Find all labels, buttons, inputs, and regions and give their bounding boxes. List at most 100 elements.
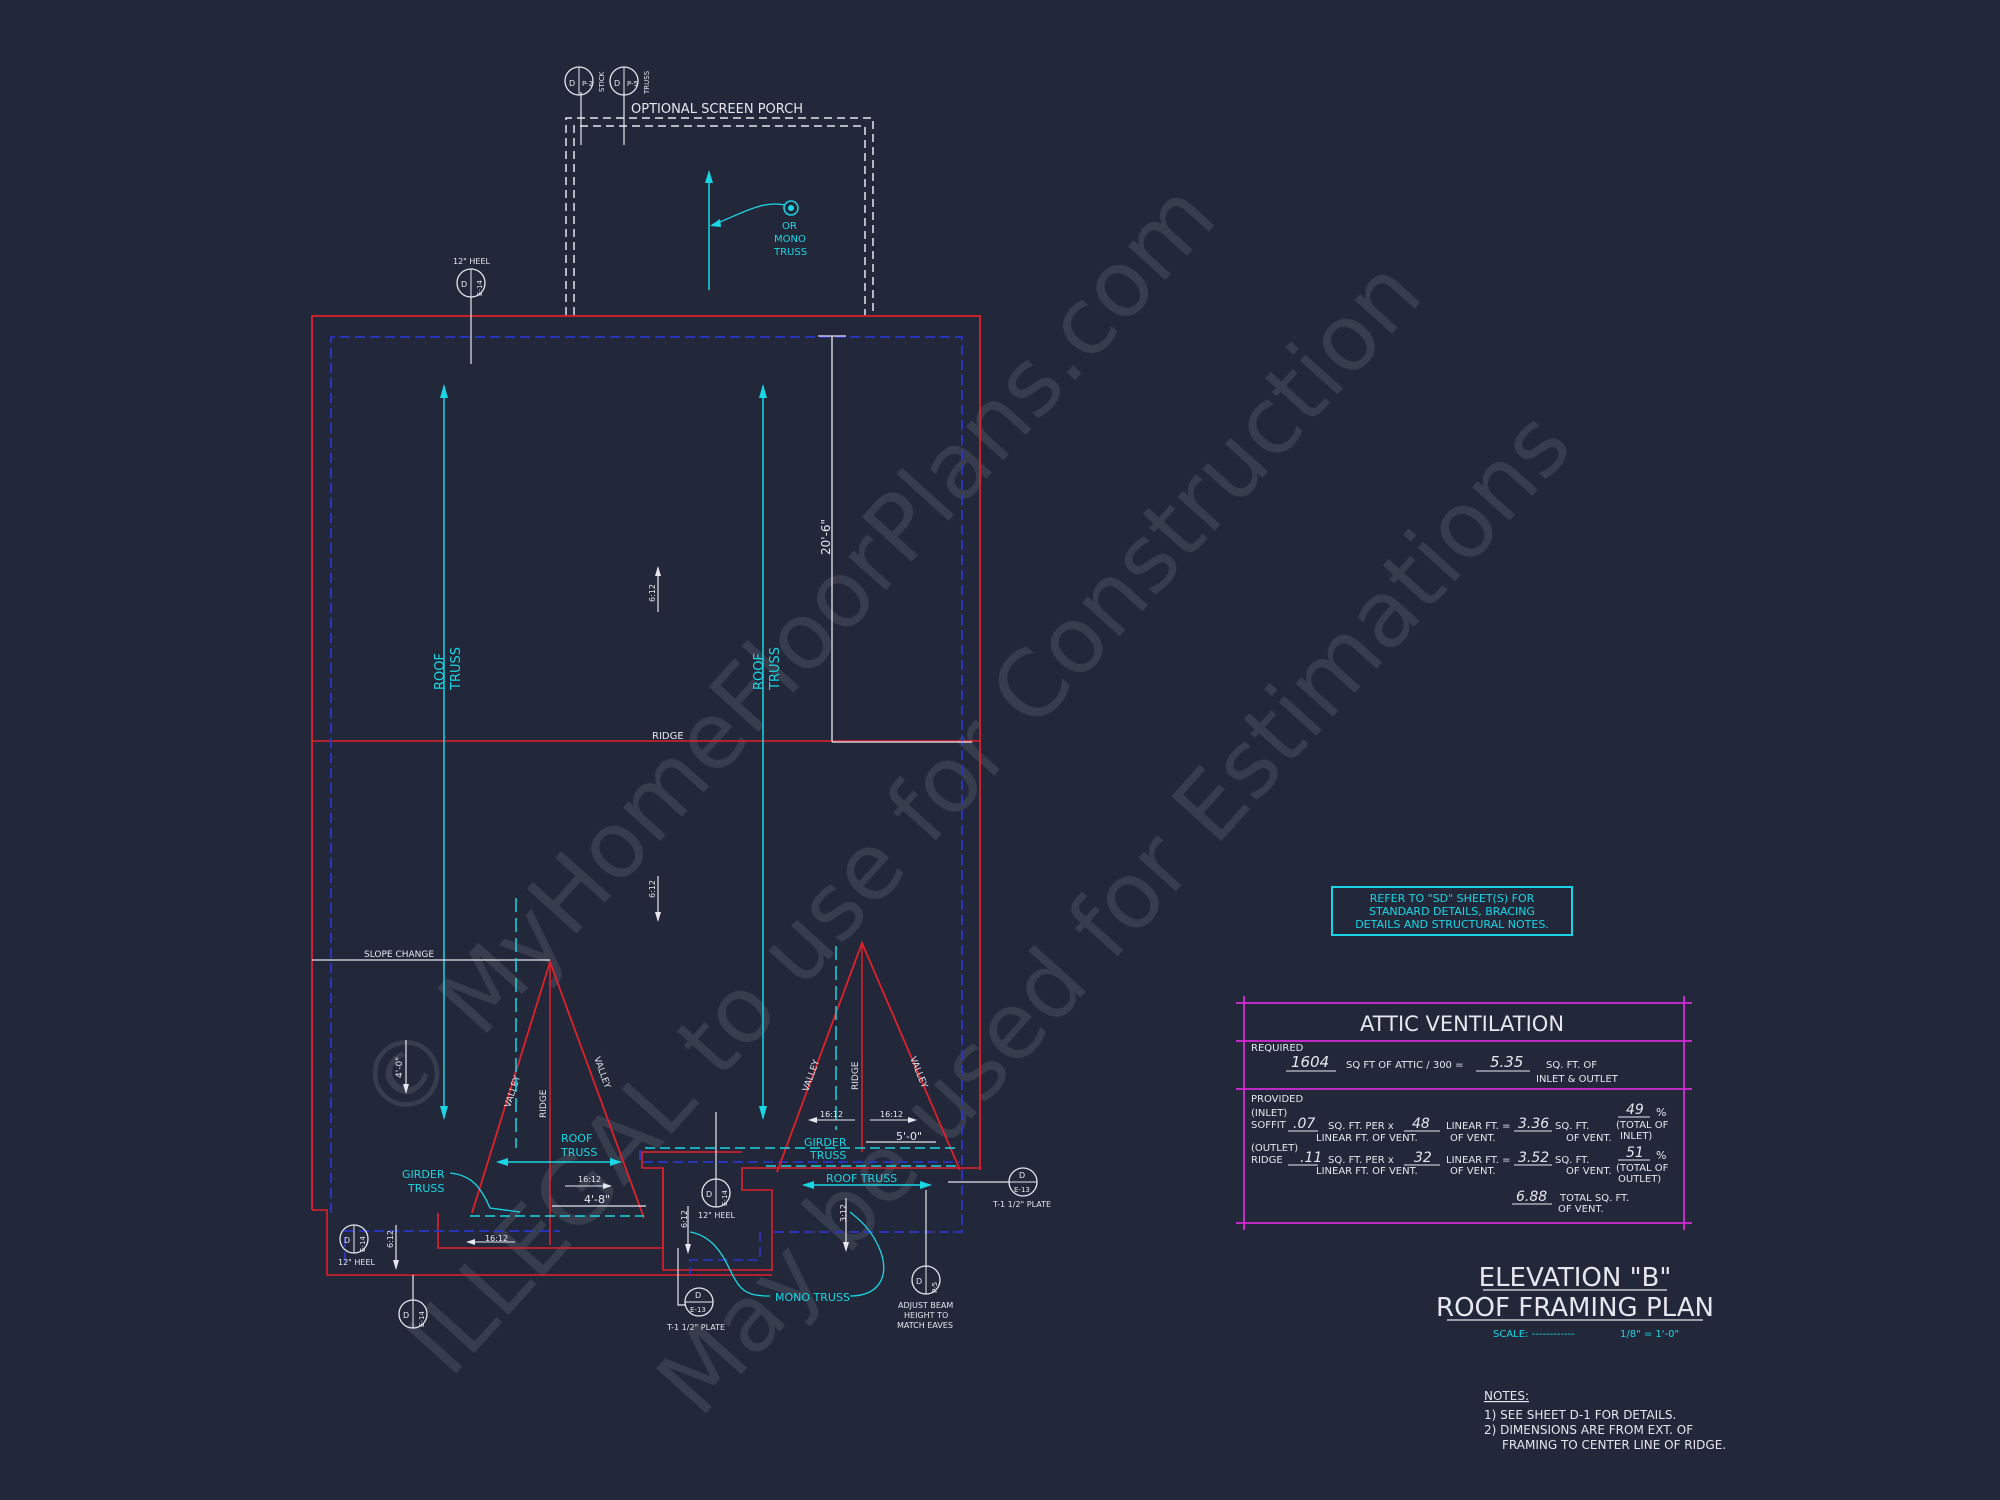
note-box-line-3: DETAILS AND STRUCTURAL NOTES. xyxy=(1355,918,1549,931)
roof-truss-bottom-label: ROOF TRUSS xyxy=(826,1172,897,1185)
adjust-beam-line-3: MATCH EAVES xyxy=(897,1321,953,1330)
structural-notes-box: REFER TO "SD" SHEET(S) FOR STANDARD DETA… xyxy=(1331,886,1573,936)
detail-p5-label: P-5 xyxy=(931,1282,939,1293)
watermark: © MyHomeFloorPlans.com ILLEGAL to use fo… xyxy=(337,163,1592,1435)
slope-16-12-bottom: 16:12 xyxy=(485,1234,508,1243)
girder-truss-left-line-1: GIRDER xyxy=(402,1168,445,1181)
mono-label: MONO xyxy=(774,234,806,245)
girder-truss-right-line-1: GIRDER xyxy=(804,1136,847,1149)
detail-d-label: D xyxy=(344,1236,350,1245)
title-block: ELEVATION "B" ROOF FRAMING PLAN SCALE: -… xyxy=(1436,1263,1714,1340)
dim-20-6: 20'-6" xyxy=(819,519,833,555)
notes: NOTES: 1) SEE SHEET D-1 FOR DETAILS. 2) … xyxy=(1484,1389,1726,1452)
ridge-and-dimensions: RIDGE 20'-6" 6:12 6:12 SLOPE CHANGE 4'-0… xyxy=(312,335,972,1148)
valley-label-left: VALLEY xyxy=(503,1074,523,1109)
or-label: OR xyxy=(782,221,797,232)
slope-6-12-upper: 6:12 xyxy=(648,584,657,602)
screen-porch: OPTIONAL SCREEN PORCH D P-2 STICK D P-5 … xyxy=(564,66,874,315)
soffit-label: SOFFIT xyxy=(1251,1120,1287,1131)
slope-6-12-lower: 6:12 xyxy=(648,880,657,898)
notes-line-1: 1) SEE SHEET D-1 FOR DETAILS. xyxy=(1484,1408,1676,1422)
detail-e13-label: E-13 xyxy=(690,1306,706,1314)
detail-e14-label: E-14 xyxy=(359,1236,367,1252)
pct-inlet: % xyxy=(1656,1106,1666,1119)
dim-5-0: 5'-0" xyxy=(896,1130,922,1143)
outlet-pct-value: 51 xyxy=(1626,1145,1644,1161)
total-sqft-label: TOTAL SQ. FT. xyxy=(1559,1193,1629,1204)
ridge-label: RIDGE xyxy=(652,731,684,742)
detail-e14-label: E-14 xyxy=(418,1311,426,1327)
ridge-sqft-value: .11 xyxy=(1300,1150,1322,1166)
scale-value: 1/8" = 1'-0" xyxy=(1620,1329,1679,1340)
outlet-label: (OUTLET) xyxy=(1251,1143,1298,1154)
of-vent-ridge-2: OF VENT. xyxy=(1566,1166,1612,1177)
t1-plate-label-right: T-1 1/2" PLATE xyxy=(992,1200,1051,1209)
title-line-1: ELEVATION "B" xyxy=(1479,1263,1672,1293)
mono-truss-word-label: TRUSS xyxy=(773,247,807,258)
sqft-short-soffit: SQ. FT. xyxy=(1555,1121,1589,1132)
optional-screen-porch-label: OPTIONAL SCREEN PORCH xyxy=(631,102,803,117)
attic-ventilation-table: ATTIC VENTILATION REQUIRED 1604 SQ FT OF… xyxy=(1236,996,1692,1230)
inlet-close: INLET) xyxy=(1620,1131,1652,1142)
ridge-label-right-tri: RIDGE xyxy=(851,1061,861,1090)
ridge-total-value: 3.52 xyxy=(1518,1150,1549,1166)
total-value: 6.88 xyxy=(1516,1189,1547,1205)
adjust-beam-line-1: ADJUST BEAM xyxy=(898,1301,953,1310)
detail-p5-label: P-5 xyxy=(627,80,638,88)
attic-sqft-text: SQ FT OF ATTIC / 300 = xyxy=(1346,1060,1463,1071)
watermark-line-2: ILLEGAL to use for Construction xyxy=(387,240,1442,1395)
detail-e14-label: E-14 xyxy=(721,1190,729,1206)
detail-e14-label: E-14 xyxy=(476,280,484,296)
building-outline xyxy=(311,315,981,1276)
of-vent-soffit-1: OF VENT. xyxy=(1450,1133,1496,1144)
inlet-label: (INLET) xyxy=(1251,1108,1287,1119)
mono-truss-label: MONO TRUSS xyxy=(775,1291,850,1304)
notes-line-2: 2) DIMENSIONS ARE FROM EXT. OF xyxy=(1484,1423,1693,1437)
t1-plate-label-center: T-1 1/2" PLATE xyxy=(666,1323,725,1332)
girder-truss-left-line-2: TRUSS xyxy=(407,1182,444,1195)
inlet-pct-value: 49 xyxy=(1626,1102,1644,1118)
sqft-of-label: SQ. FT. OF xyxy=(1546,1060,1597,1071)
ridge-label-left-tri: RIDGE xyxy=(539,1089,549,1118)
detail-d-label: D xyxy=(569,79,575,88)
attic-title: ATTIC VENTILATION xyxy=(1360,1012,1564,1036)
lf-eq-ridge: LINEAR FT. = xyxy=(1446,1155,1511,1166)
roof-truss-center-line-2: TRUSS xyxy=(560,1146,597,1159)
linear-ft-vent-soffit: LINEAR FT. OF VENT. xyxy=(1316,1133,1418,1144)
truss-label: TRUSS xyxy=(643,70,651,95)
detail-d-label: D xyxy=(461,280,467,289)
stick-label: STICK xyxy=(598,71,606,92)
roof-truss-center-line-1: ROOF xyxy=(561,1132,592,1145)
detail-d-label: D xyxy=(1019,1171,1025,1180)
slope-16-12-right-b: 16:12 xyxy=(880,1110,903,1119)
required-label: REQUIRED xyxy=(1251,1043,1304,1054)
slope-16-12-right-a: 16:12 xyxy=(820,1110,843,1119)
title-line-2: ROOF FRAMING PLAN xyxy=(1436,1293,1714,1323)
ridge-vent-label: RIDGE xyxy=(1251,1155,1283,1166)
total-vent-label: OF VENT. xyxy=(1558,1204,1604,1215)
soffit-sqft-value: .07 xyxy=(1293,1116,1315,1132)
scale-label: SCALE: ------------ xyxy=(1493,1329,1575,1340)
roof-truss-arrows: ROOF TRUSS ROOF TRUSS xyxy=(433,384,783,1120)
roof-truss-right-line-2: TRUSS xyxy=(768,647,783,691)
slope-6-12-mono: 6:12 xyxy=(680,1210,689,1228)
roof-truss-right-line-1: ROOF xyxy=(752,653,767,690)
of-vent-soffit-2: OF VENT. xyxy=(1566,1133,1612,1144)
detail-e13-label: E-13 xyxy=(1014,1186,1030,1194)
slope-3-12: 3:12 xyxy=(839,1204,848,1222)
heel-12-label-bl: 12" HEEL xyxy=(338,1258,376,1267)
outlet-close: OUTLET) xyxy=(1618,1174,1661,1185)
linear-ft-vent-ridge: LINEAR FT. OF VENT. xyxy=(1316,1166,1418,1177)
roof-truss-left-line-2: TRUSS xyxy=(449,647,464,691)
ridge-lf-value: 32 xyxy=(1414,1150,1432,1166)
detail-d-label: D xyxy=(695,1291,701,1300)
detail-callouts: 12" HEEL D E-14 D E-14 12" HEEL 6:12 D E… xyxy=(338,257,1051,1332)
detail-p2-label: P-2 xyxy=(582,80,593,88)
detail-d-label: D xyxy=(403,1311,409,1320)
detail-d-label: D xyxy=(614,79,620,88)
valley-label-right: VALLEY xyxy=(801,1058,822,1093)
sqft-short-ridge: SQ. FT. xyxy=(1555,1155,1589,1166)
mono-truss-callout-icon xyxy=(783,200,799,216)
soffit-total-value: 3.36 xyxy=(1518,1116,1549,1132)
detail-d-label: D xyxy=(706,1190,712,1199)
